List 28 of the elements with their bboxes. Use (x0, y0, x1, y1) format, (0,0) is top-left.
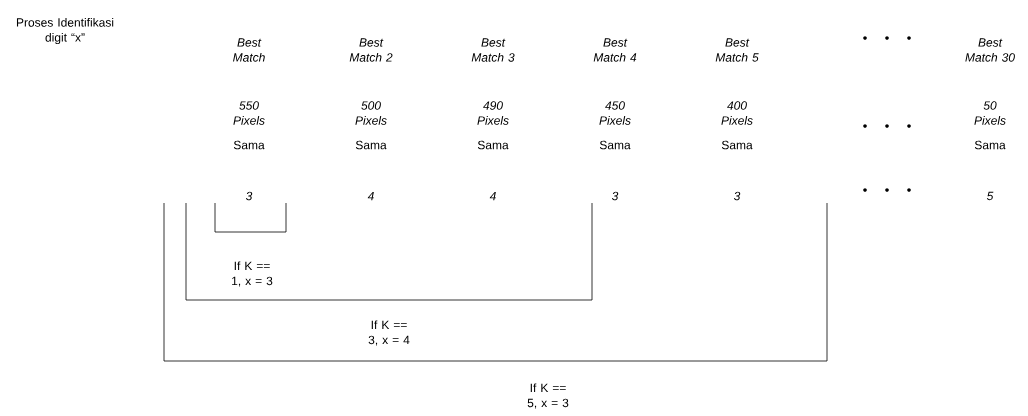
pixel-count: 500 Pixels (355, 101, 387, 125)
pixel-count: 450 Pixels (599, 101, 631, 125)
digit-value: 4 (489, 191, 496, 201)
pixel-count: 50 Pixels (974, 101, 1006, 125)
column-heading: Best Match 4 (593, 38, 637, 62)
match-label: Sama (477, 140, 509, 150)
match-label: Sama (233, 140, 265, 150)
column-heading: Best Match 30 (965, 38, 1015, 62)
match-label: Sama (721, 140, 753, 150)
pixel-count: 490 Pixels (477, 101, 509, 125)
column-heading: Best Match 5 (715, 38, 759, 62)
heading: Proses Identifikasi digit “x” (16, 17, 114, 45)
match-label: Sama (599, 140, 631, 150)
pixel-count: 550 Pixels (233, 101, 265, 125)
column-heading: Best Match (233, 38, 265, 62)
digit-value: 3 (611, 191, 619, 201)
column-heading: Best Match 2 (349, 38, 393, 62)
digit-value: 4 (367, 191, 374, 201)
digit-value: 5 (986, 191, 994, 201)
condition-text: If K == 5, x = 3 (527, 383, 569, 409)
match-label: Sama (355, 140, 387, 150)
condition-text: If K == 3, x = 4 (368, 320, 410, 346)
pixel-count: 400 Pixels (721, 101, 753, 125)
digit-value: 3 (245, 191, 253, 201)
digit-value: 3 (733, 191, 741, 201)
condition-text: If K == 1, x = 3 (232, 261, 273, 287)
column-heading: Best Match 3 (471, 38, 515, 62)
match-label: Sama (974, 140, 1006, 150)
